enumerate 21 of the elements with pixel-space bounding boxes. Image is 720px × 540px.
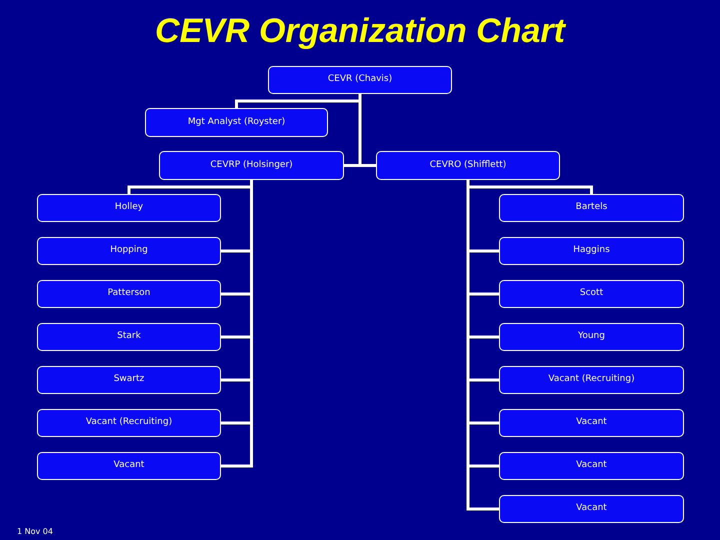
position-box: CEVRO (Shifflett) <box>376 151 560 180</box>
position-box: Young <box>499 323 684 351</box>
position-box: CEVR (Chavis) <box>268 66 452 94</box>
position-box: Mgt Analyst (Royster) <box>145 108 328 137</box>
position-box: Vacant (Recruiting) <box>37 409 221 437</box>
position-box: Hopping <box>37 237 221 265</box>
position-box: Bartels <box>499 194 684 222</box>
position-box: Vacant <box>37 452 221 480</box>
position-box: Stark <box>37 323 221 351</box>
position-box: Vacant <box>499 409 684 437</box>
position-box: CEVRP (Holsinger) <box>159 151 344 180</box>
position-box: Haggins <box>499 237 684 265</box>
position-box: Vacant (Recruiting) <box>499 366 684 394</box>
position-box: Vacant <box>499 495 684 523</box>
position-box: Holley <box>37 194 221 222</box>
position-box: Patterson <box>37 280 221 308</box>
chart-title: CEVR Organization Chart <box>154 12 567 51</box>
position-box: Swartz <box>37 366 221 394</box>
position-box: Vacant <box>499 452 684 480</box>
date-label: 1 Nov 04 <box>17 527 53 536</box>
position-box: Scott <box>499 280 684 308</box>
